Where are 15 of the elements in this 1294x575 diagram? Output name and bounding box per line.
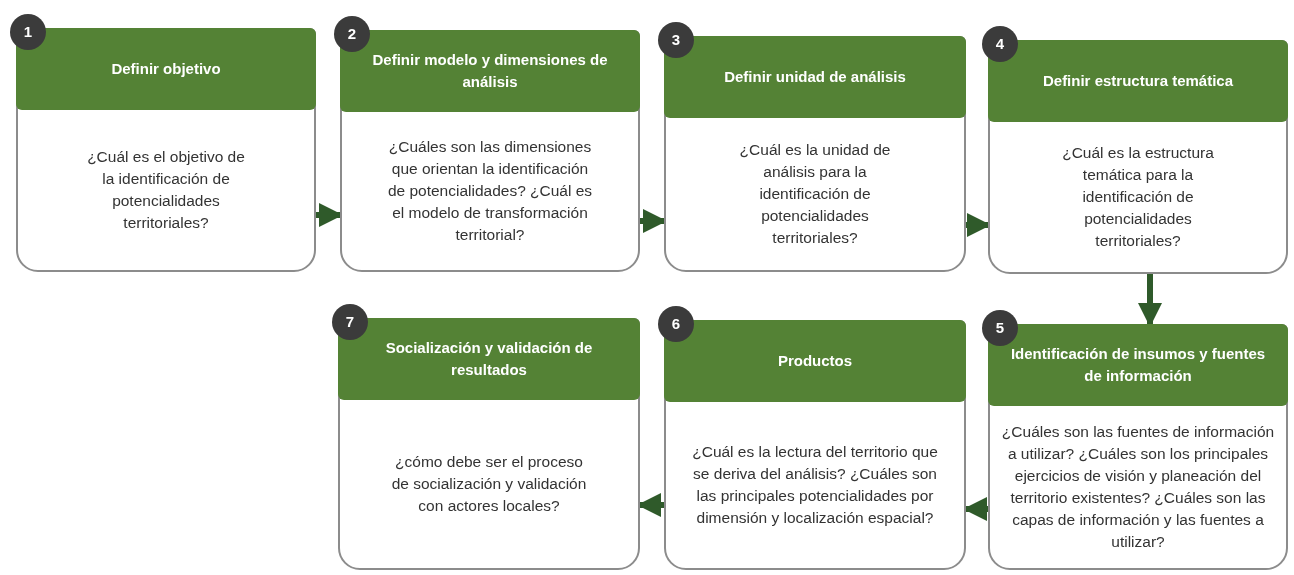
- step-question: ¿cómo debe ser el proceso de socialización y validación con actores locales?: [390, 452, 588, 516]
- step-number: 1: [10, 14, 46, 50]
- step-number: 6: [658, 306, 694, 342]
- step-number: 3: [658, 22, 694, 58]
- step-number: 2: [334, 16, 370, 52]
- step-question: ¿Cuáles son las fuentes de información a utilizar? ¿Cuáles son los principales ejercicios de visión y planeación del territorio existentes? ¿Cuáles son las capas de información y las fuentes a utilizar?: [1000, 422, 1276, 552]
- step-question: ¿Cuáles son las dimensiones que orientan la identificación de potencialidades? ¿Cuál es el modelo de transformación territorial?: [386, 137, 594, 245]
- step-number: 5: [982, 310, 1018, 346]
- step-question: ¿Cuál es la unidad de análisis para la identificación de potencialidades territoriales?: [738, 140, 892, 248]
- step-question: ¿Cuál es la estructura temática para la identificación de potencialidades territoriales?: [1061, 143, 1215, 251]
- step-number: 4: [982, 26, 1018, 62]
- arrow: [1138, 274, 1162, 327]
- step-question: ¿Cuál es el objetivo de la identificación de potencialidades territoriales?: [86, 147, 246, 233]
- step-question: ¿Cuál es la lectura del territorio que se deriva del análisis? ¿Cuáles son las principales potencialidades por dimensión y localización espacial?: [691, 442, 939, 528]
- step-number: 7: [332, 304, 368, 340]
